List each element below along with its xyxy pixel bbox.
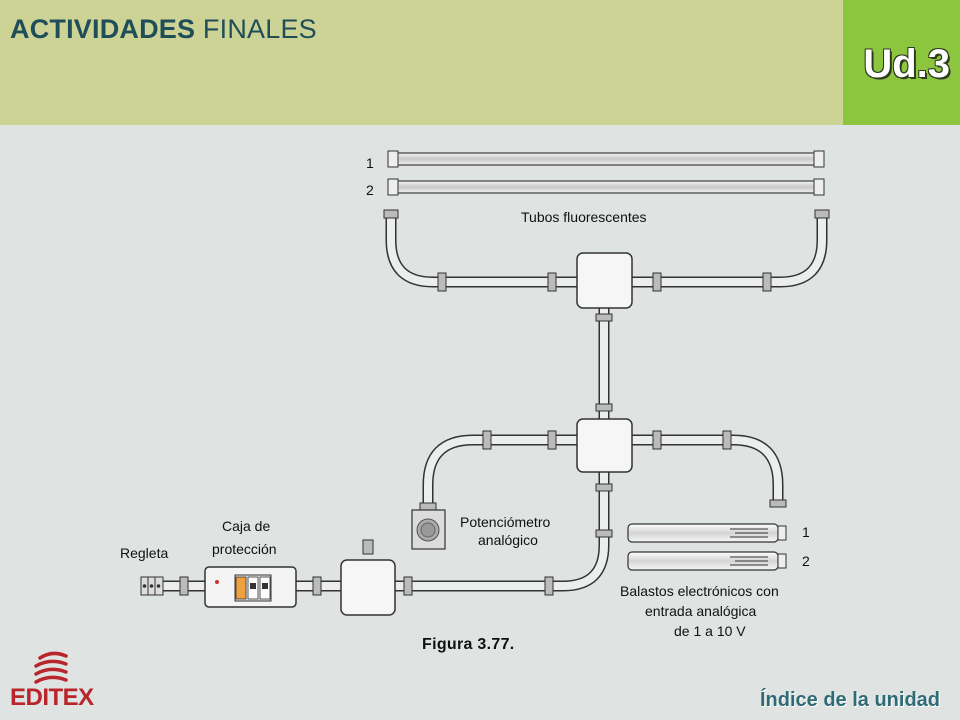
junction-box-bottom: [340, 559, 396, 616]
ballast-label-3: de 1 a 10 V: [674, 623, 746, 639]
protection-box: [204, 566, 297, 608]
protection-box-label-2: protección: [212, 541, 277, 557]
potentiometer-label-1: Potenciómetro: [460, 514, 550, 530]
tube-1-label: 1: [366, 155, 374, 171]
tube-2-label: 2: [366, 182, 374, 198]
junction-box-top: [576, 252, 633, 309]
fluorescent-tube-2: [387, 178, 825, 196]
potentiometer: [411, 509, 446, 550]
junction-box-middle: [576, 418, 633, 473]
terminal-strip: [140, 576, 164, 596]
ballast-label-1: Balastos electrónicos con: [620, 583, 779, 599]
potentiometer-label-2: analógico: [478, 532, 538, 548]
conduits: [163, 215, 828, 592]
figure-caption: Figura 3.77.: [422, 636, 515, 653]
ballast-1: [627, 523, 787, 543]
page-title: ACTIVIDADES FINALES: [10, 14, 317, 45]
protection-box-label-1: Caja de: [222, 518, 270, 534]
ballast-label-2: entrada analógica: [645, 603, 757, 619]
editex-brand: EDITEX: [10, 684, 94, 711]
unit-badge: Ud.3: [843, 0, 960, 125]
header-bar: ACTIVIDADES FINALES: [0, 0, 843, 125]
installation-diagram: 1 2 Tubos fluorescentes: [120, 150, 830, 639]
terminal-strip-label: Regleta: [120, 545, 168, 561]
ballast-2-label: 2: [802, 553, 810, 569]
editex-logo-icon: [34, 651, 68, 684]
unit-label: Ud.3: [863, 42, 950, 86]
ballast-1-label: 1: [802, 524, 810, 540]
title-rest: FINALES: [202, 14, 317, 44]
ballast-2: [627, 551, 787, 571]
fluorescent-tube-1: [387, 150, 825, 168]
conduit-clamps: [179, 209, 830, 596]
unit-index-link[interactable]: Índice de la unidad: [759, 689, 940, 711]
tubes-label: Tubos fluorescentes: [521, 209, 647, 225]
title-bold: ACTIVIDADES: [10, 14, 196, 44]
